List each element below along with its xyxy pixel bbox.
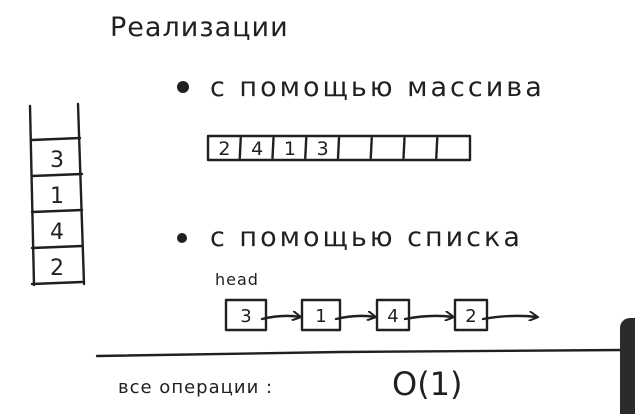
divider-line [95, 348, 624, 358]
stack-top-line [30, 136, 82, 142]
list-arrow [481, 316, 537, 319]
stack-divider [30, 208, 84, 214]
array-cell: 2 [218, 138, 230, 160]
linked-list-diagram: 3 1 4 2 [224, 298, 537, 332]
list-node-value: 4 [387, 306, 398, 327]
stack-diagram: 3 1 4 2 [28, 102, 86, 287]
list-node-value: 2 [465, 306, 476, 327]
stack-left-wall [28, 104, 36, 287]
list-arrow [403, 316, 453, 319]
bullet-text-list: с помощью списка [210, 222, 523, 253]
array-cell: 4 [251, 138, 263, 160]
complexity-value: O(1) [392, 365, 463, 403]
screen-edge [620, 318, 635, 414]
array-cell-divider [402, 136, 406, 160]
stack-divider [30, 244, 84, 250]
list-arrow [334, 316, 375, 319]
list-node-box [224, 298, 268, 332]
list-node-value: 1 [315, 306, 326, 327]
stack-item: 4 [50, 220, 64, 245]
stack-item: 3 [50, 148, 64, 173]
array-cell-divider [271, 136, 275, 160]
array-cell: 3 [317, 138, 329, 160]
bullet-text-array: с помощью массива [210, 72, 545, 103]
stack-right-wall [76, 102, 86, 286]
list-node-box [375, 298, 411, 332]
array-cell-divider [336, 136, 341, 160]
list-node-box [300, 298, 342, 332]
bullet-dot-list [177, 233, 187, 243]
footer-label: все операции : [118, 377, 273, 398]
list-node-value: 3 [240, 306, 251, 327]
array-cell-divider [304, 136, 308, 160]
bullet-dot-array [177, 81, 189, 93]
array-cell-divider [369, 136, 373, 160]
page-title: Реализации [110, 12, 289, 43]
stack-item: 2 [50, 256, 64, 281]
stack-item: 1 [50, 184, 64, 209]
list-node-box [453, 298, 489, 332]
array-cell-divider [238, 136, 242, 160]
stack-divider [30, 172, 84, 178]
stack-divider [30, 280, 84, 286]
array-cell-divider [435, 136, 439, 160]
array-cell: 1 [284, 138, 296, 160]
list-arrow [260, 316, 300, 319]
head-label: head [215, 270, 259, 289]
array-outline [206, 134, 472, 162]
